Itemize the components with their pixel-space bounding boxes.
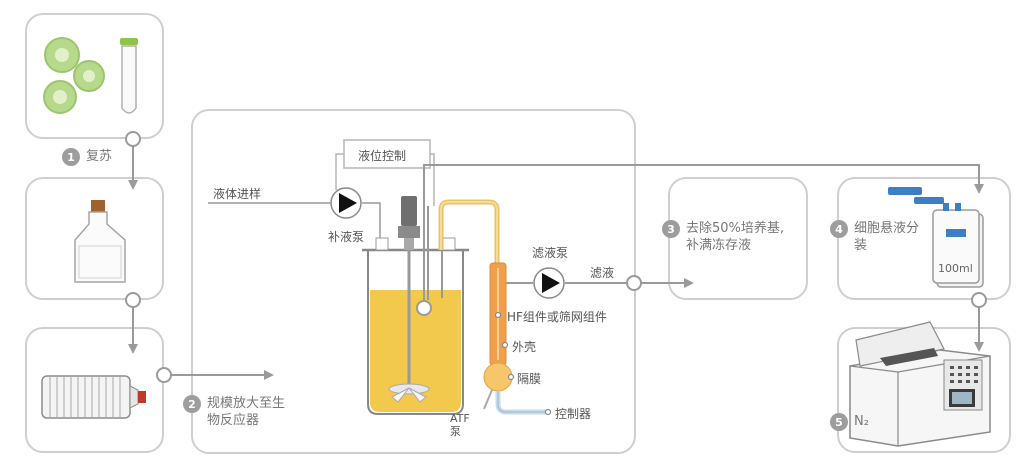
atf-tubing xyxy=(438,199,500,265)
hf-module-label: HF组件或筛网组件 xyxy=(507,310,607,324)
flow-arrows-left xyxy=(125,131,274,383)
step-3-label: 去除50%培养基, 补满冻存液 xyxy=(686,221,785,253)
bioreactor-vessel xyxy=(362,237,469,415)
feed-pump-label: 补液泵 xyxy=(328,230,365,244)
step-4-badge: 4 xyxy=(830,220,848,238)
step-1-label: 复苏 xyxy=(86,149,113,164)
liquid-inlet-label: 液体进样 xyxy=(213,187,262,201)
step-2-badge: 2 xyxy=(183,395,201,413)
shell-label: 外壳 xyxy=(512,340,537,354)
cells-icon xyxy=(43,37,105,114)
feed-pump-icon xyxy=(330,187,362,219)
inlet-line xyxy=(208,202,381,238)
step-1-thaw: 1 复苏 xyxy=(62,148,112,166)
membrane-label: 隔膜 xyxy=(517,372,542,386)
harvest-line xyxy=(423,164,984,306)
step-2-label: 规模放大至生 物反应器 xyxy=(207,396,286,428)
impeller xyxy=(388,383,430,403)
cryo-bag-icon xyxy=(888,187,984,288)
callout-dots xyxy=(494,311,552,416)
level-control-lines xyxy=(335,139,435,206)
roller-bottle-icon xyxy=(41,375,146,419)
bag-volume-label: 100ml xyxy=(938,262,973,275)
flow-arrow-aliquot-freezer xyxy=(971,292,987,352)
controller-label: 控制器 xyxy=(555,407,592,421)
step-5-badge: 5 xyxy=(830,413,848,431)
freezer-icon xyxy=(849,321,991,447)
step-4-aliquot: 4 细胞悬液分 装 xyxy=(830,220,919,254)
atf-pump-label: ATF 泵 xyxy=(450,412,470,438)
filter-pump-icon xyxy=(533,267,565,299)
level-control-label: 液位控制 xyxy=(358,149,407,163)
step-4-label: 细胞悬液分 装 xyxy=(854,221,920,253)
step-3-badge: 3 xyxy=(662,220,680,238)
cryo-tube-icon xyxy=(120,38,138,114)
step-3-medium-exchange: 3 去除50%培养基, 补满冻存液 xyxy=(662,220,784,254)
stirrer-motor xyxy=(398,196,420,385)
step-1-badge: 1 xyxy=(62,148,80,166)
step-5-label: N₂ xyxy=(854,414,869,429)
filtrate-label: 滤液 xyxy=(590,266,615,280)
step-5-freeze: 5 N₂ xyxy=(830,413,869,431)
atf-pump-icon xyxy=(483,362,548,415)
step-2-scale-up: 2 规模放大至生 物反应器 xyxy=(183,395,285,429)
harvest-port xyxy=(416,300,432,316)
filter-pump-label: 滤液泵 xyxy=(532,246,569,260)
t-flask-icon xyxy=(74,200,126,283)
filtrate-port xyxy=(626,275,642,291)
